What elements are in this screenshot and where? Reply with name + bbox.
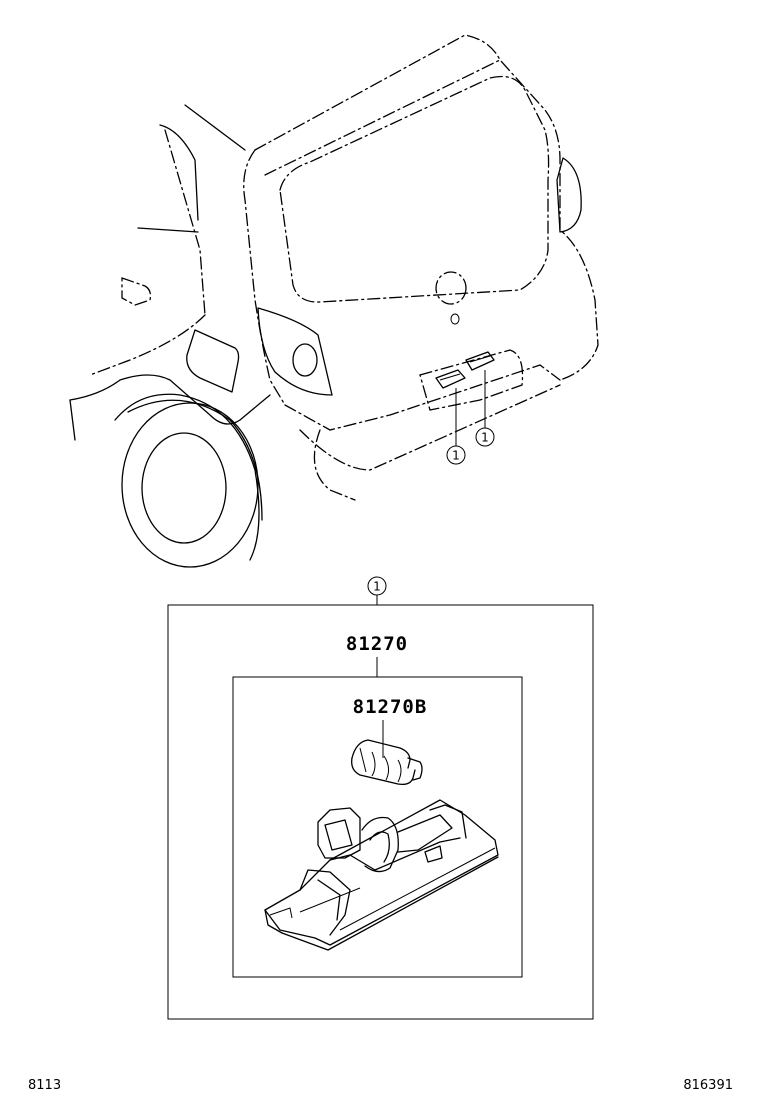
bulb-illustration: [351, 739, 423, 786]
callout-marker-left: 1: [446, 445, 466, 465]
assembly-outer-frame: [167, 604, 594, 1020]
page-code: 8113: [28, 1078, 61, 1093]
callout-marker-assembly: 1: [367, 576, 387, 596]
svg-text:1: 1: [373, 580, 381, 594]
part-number-lamp-assembly: 81270: [346, 633, 408, 655]
svg-text:1: 1: [481, 431, 489, 445]
plate-lamp-left: [435, 369, 466, 389]
part-number-bulb: 81270B: [353, 696, 428, 718]
diagram-id: 816391: [683, 1078, 733, 1093]
callout-marker-right: 1: [475, 427, 495, 447]
assembly-inner-frame: [232, 676, 523, 978]
svg-text:1: 1: [452, 449, 460, 463]
lamp-housing-illustration: [264, 799, 499, 951]
vehicle-rear-illustration: [69, 34, 599, 568]
plate-lamp-right: [465, 351, 495, 371]
